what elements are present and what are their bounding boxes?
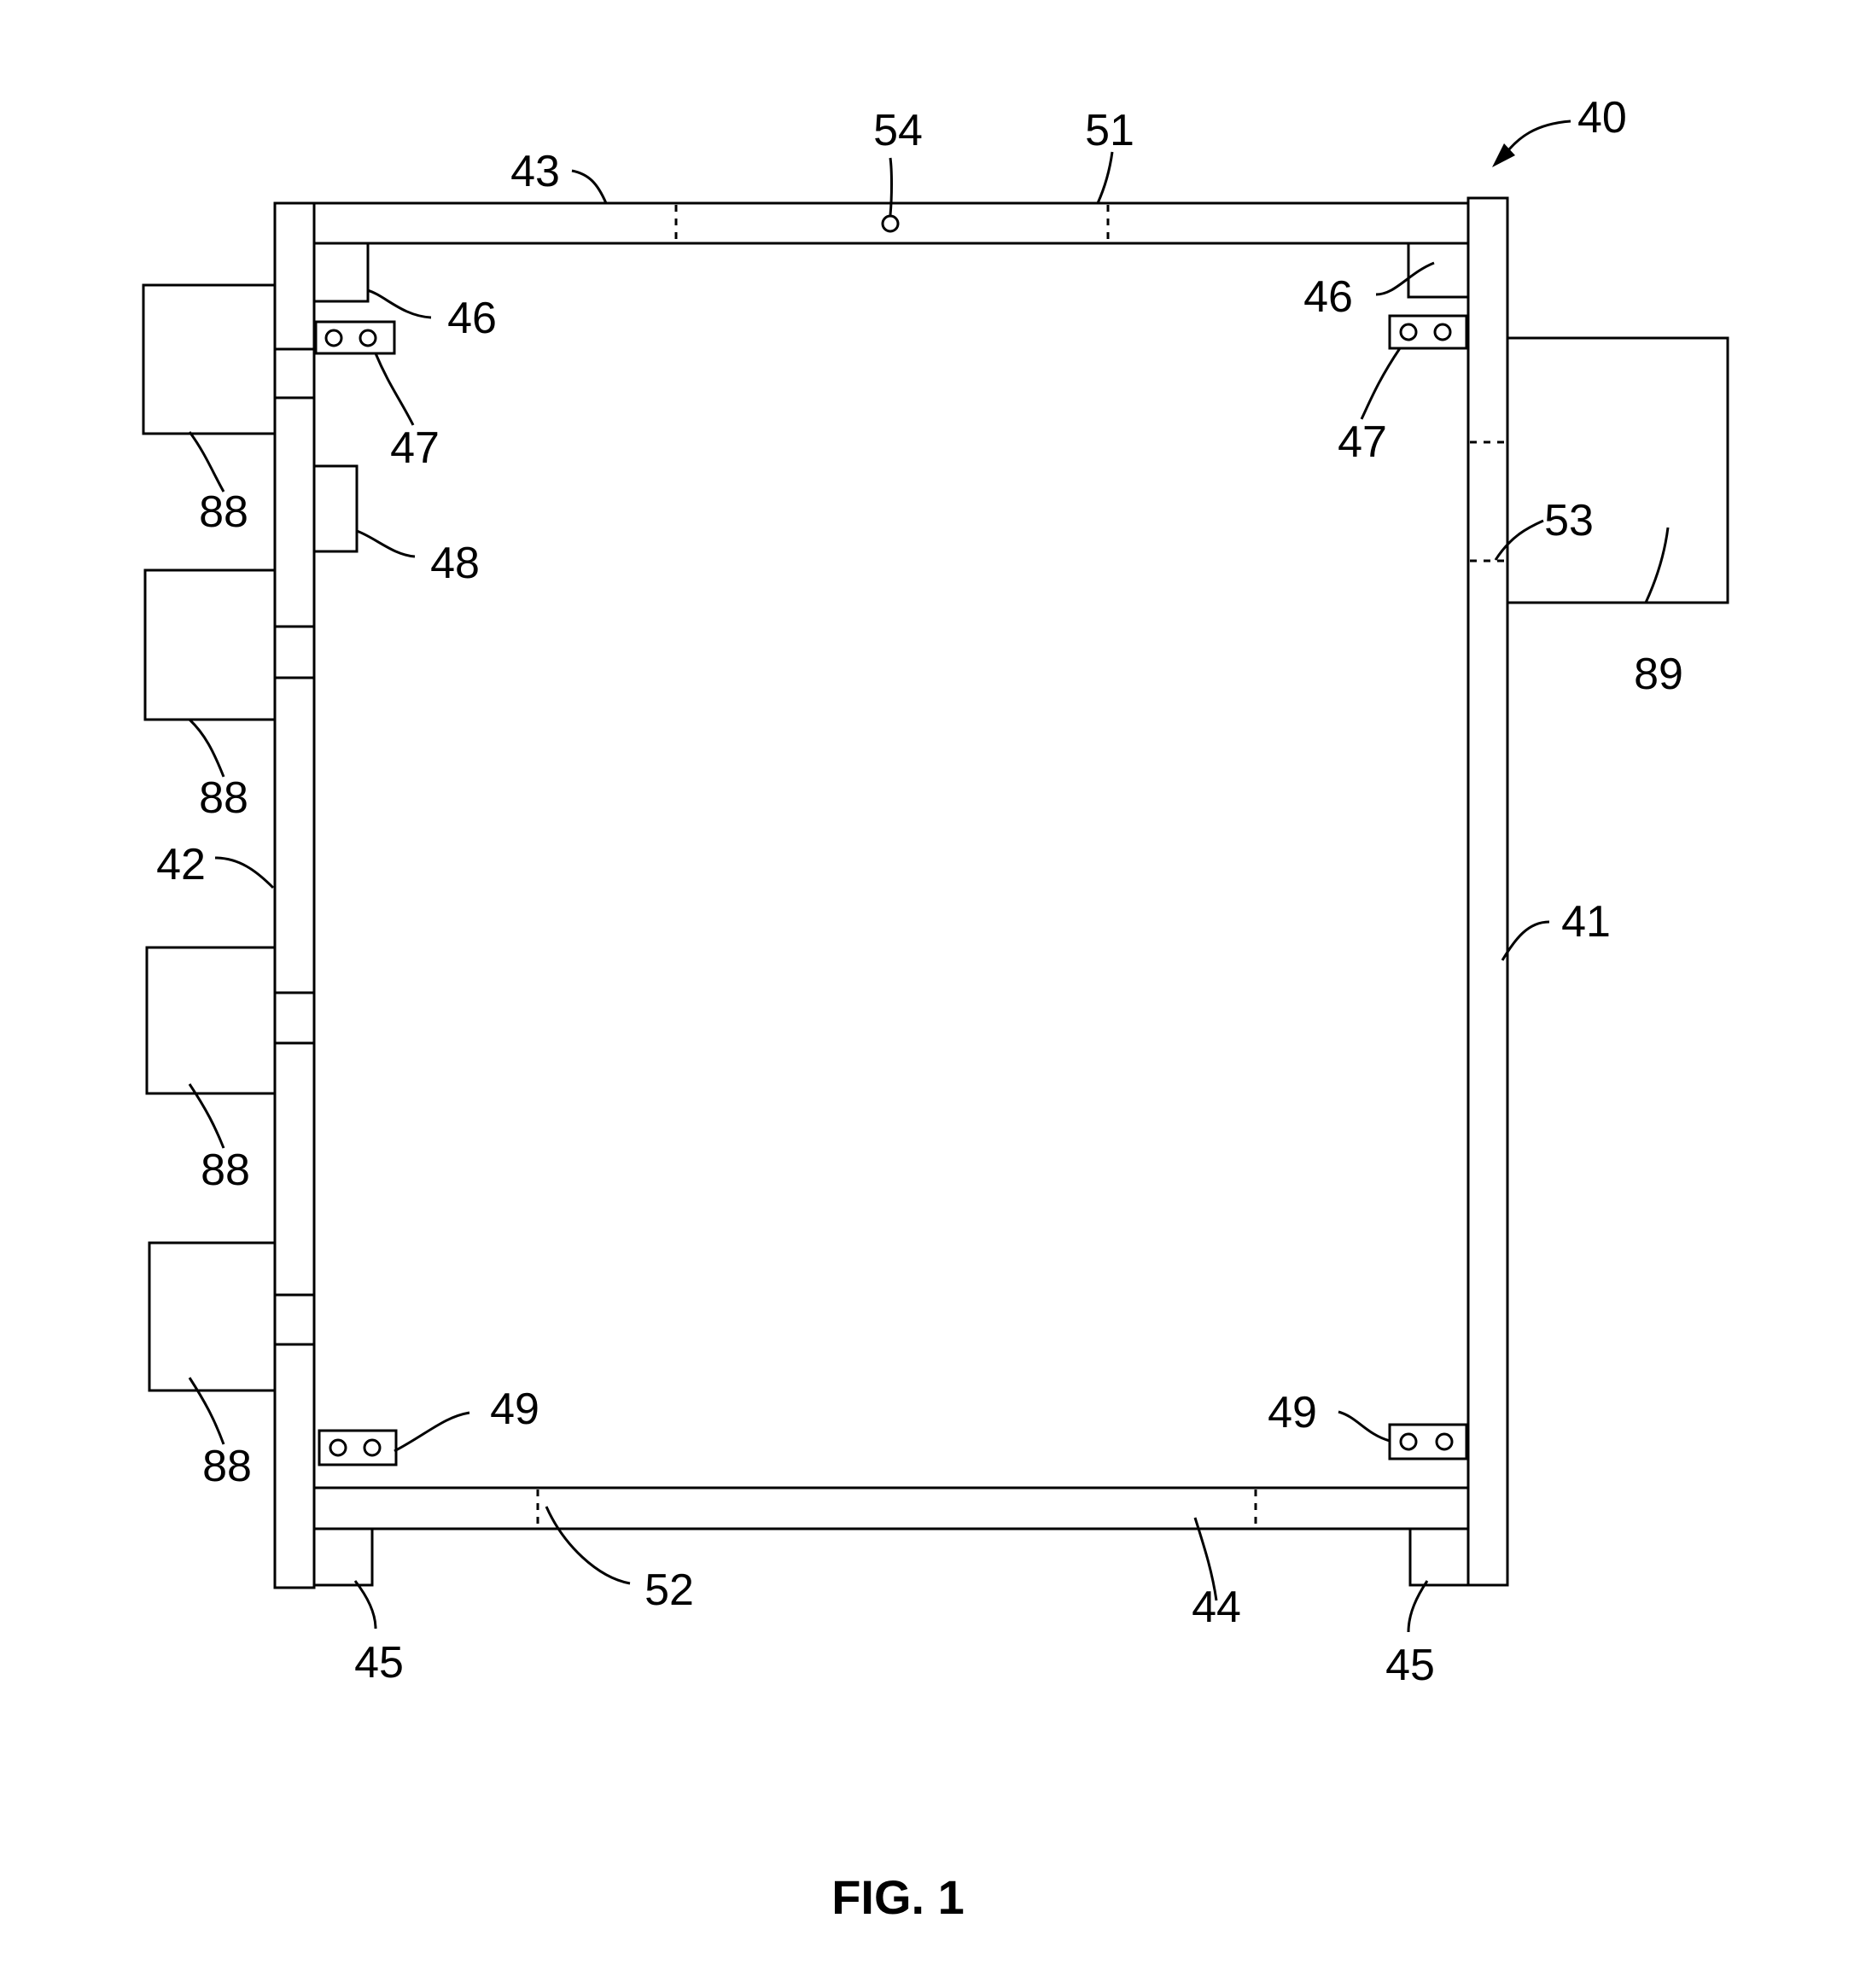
ref-88-1: 88 <box>199 487 248 537</box>
ref-53: 53 <box>1544 496 1594 545</box>
ref-40: 40 <box>1577 93 1627 143</box>
ref-44: 44 <box>1192 1583 1241 1632</box>
ref-42: 42 <box>156 840 206 889</box>
right-post <box>1468 198 1507 1585</box>
ref-48: 48 <box>430 539 480 588</box>
ref-47-right: 47 <box>1338 417 1387 467</box>
left-module-4 <box>149 1243 275 1390</box>
bottom-right-bracket <box>1390 1425 1466 1459</box>
top-left-corner-block <box>314 243 368 301</box>
ref-88-4: 88 <box>202 1442 252 1491</box>
top-left-bracket <box>316 322 394 353</box>
right-module <box>1507 338 1728 603</box>
top-right-bracket <box>1390 316 1466 348</box>
ref-52: 52 <box>644 1565 694 1615</box>
ref-45-right: 45 <box>1385 1641 1435 1690</box>
ref-46-right: 46 <box>1303 272 1353 322</box>
right-foot <box>1410 1529 1468 1585</box>
left-foot <box>314 1529 372 1585</box>
ref-43: 43 <box>510 147 560 196</box>
top-right-corner-block <box>1408 243 1468 297</box>
ref-89: 89 <box>1634 650 1683 699</box>
left-post <box>275 203 314 1588</box>
ref-45-left: 45 <box>354 1638 404 1688</box>
ref-54: 54 <box>873 106 923 155</box>
hinge-tab-2 <box>275 627 314 678</box>
assembly-pointer <box>1492 121 1571 167</box>
ref-41: 41 <box>1561 897 1611 947</box>
left-module-1 <box>143 285 275 434</box>
ref-49-right: 49 <box>1268 1388 1317 1437</box>
hinge-tab-1 <box>275 349 314 398</box>
hinge-tab-4 <box>275 1295 314 1344</box>
left-module-2 <box>145 570 275 720</box>
figure-caption: FIG. 1 <box>831 1870 965 1924</box>
ref-47-left: 47 <box>390 423 440 473</box>
ref-46-left: 46 <box>447 294 497 343</box>
bottom-left-bracket <box>319 1431 396 1465</box>
ref-51: 51 <box>1085 106 1134 155</box>
top-hole <box>883 216 898 231</box>
hinge-tab-3 <box>275 993 314 1043</box>
side-block <box>314 466 357 551</box>
ref-88-3: 88 <box>201 1146 250 1195</box>
ref-88-2: 88 <box>199 773 248 823</box>
left-module-3 <box>147 947 275 1093</box>
ref-49-left: 49 <box>490 1385 539 1434</box>
leader-lines <box>189 152 1668 1632</box>
bottom-rail <box>314 1488 1468 1529</box>
